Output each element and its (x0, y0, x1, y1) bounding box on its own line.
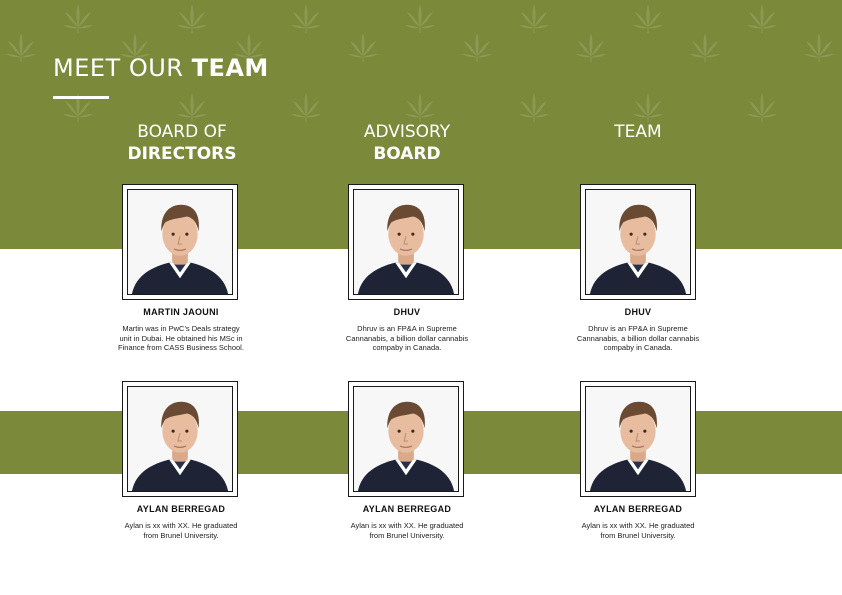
cannabis-leaf-icon (290, 3, 322, 34)
member-name: DHUV (624, 307, 652, 317)
member-bio: Aylan is xx with XX. He graduated from B… (350, 521, 464, 540)
cannabis-leaf-icon (461, 32, 493, 63)
cannabis-leaf-icon (62, 3, 94, 34)
cannabis-leaf-icon (290, 92, 322, 123)
title-prefix: MEET OUR (53, 54, 192, 82)
column-heading-line1: TEAM (614, 122, 662, 142)
cannabis-leaf-icon (575, 32, 607, 63)
cannabis-leaf-icon (347, 32, 379, 63)
cannabis-leaf-icon (62, 92, 94, 123)
cannabis-leaf-icon (746, 92, 778, 123)
member-bio: Martin was in PwC's Deals strategy unit … (118, 324, 244, 352)
member-name: MARTIN JAOUNI (143, 307, 219, 317)
cannabis-leaf-icon (404, 92, 436, 123)
cannabis-leaf-icon (176, 3, 208, 34)
column-heading-board-of-directors: BOARD OF DIRECTORS (82, 121, 282, 165)
cannabis-leaf-icon (632, 3, 664, 34)
member-photo-frame (122, 381, 238, 497)
cannabis-leaf-icon (518, 92, 550, 123)
member-photo-frame (348, 184, 464, 300)
member-photo-frame (122, 184, 238, 300)
cannabis-leaf-icon (746, 3, 778, 34)
member-photo (353, 189, 459, 295)
cannabis-leaf-icon (803, 32, 835, 63)
cannabis-leaf-icon (689, 32, 721, 63)
member-bio: Dhruv is an FP&A in Supreme Cannanabis, … (345, 324, 469, 352)
member-bio: Aylan is xx with XX. He graduated from B… (124, 521, 238, 540)
member-photo (127, 386, 233, 492)
member-photo (353, 386, 459, 492)
member-name: AYLAN BERREGAD (136, 504, 226, 514)
member-name: AYLAN BERREGAD (593, 504, 683, 514)
column-heading-line1: BOARD OF (137, 122, 227, 142)
cannabis-leaf-icon (632, 92, 664, 123)
member-photo (127, 189, 233, 295)
member-photo (585, 386, 691, 492)
cannabis-leaf-icon (518, 3, 550, 34)
title-underline (53, 96, 109, 99)
member-photo-frame (580, 381, 696, 497)
title-bold: TEAM (191, 54, 269, 82)
page-title: MEET OUR TEAM (53, 54, 269, 82)
column-heading-line2: DIRECTORS (127, 144, 237, 164)
member-bio: Aylan is xx with XX. He graduated from B… (581, 521, 695, 540)
member-bio: Dhruv is an FP&A in Supreme Cannanabis, … (576, 324, 700, 352)
column-heading-advisory-board: ADVISORY BOARD (307, 121, 507, 165)
cannabis-leaf-icon (5, 32, 37, 63)
member-photo (585, 189, 691, 295)
column-heading-team: TEAM (538, 121, 738, 143)
member-photo-frame (348, 381, 464, 497)
column-heading-line2: BOARD (373, 144, 441, 164)
member-name: AYLAN BERREGAD (362, 504, 452, 514)
member-name: DHUV (393, 307, 421, 317)
cannabis-leaf-icon (404, 3, 436, 34)
cannabis-leaf-icon (176, 92, 208, 123)
member-photo-frame (580, 184, 696, 300)
column-heading-line1: ADVISORY (363, 122, 451, 142)
